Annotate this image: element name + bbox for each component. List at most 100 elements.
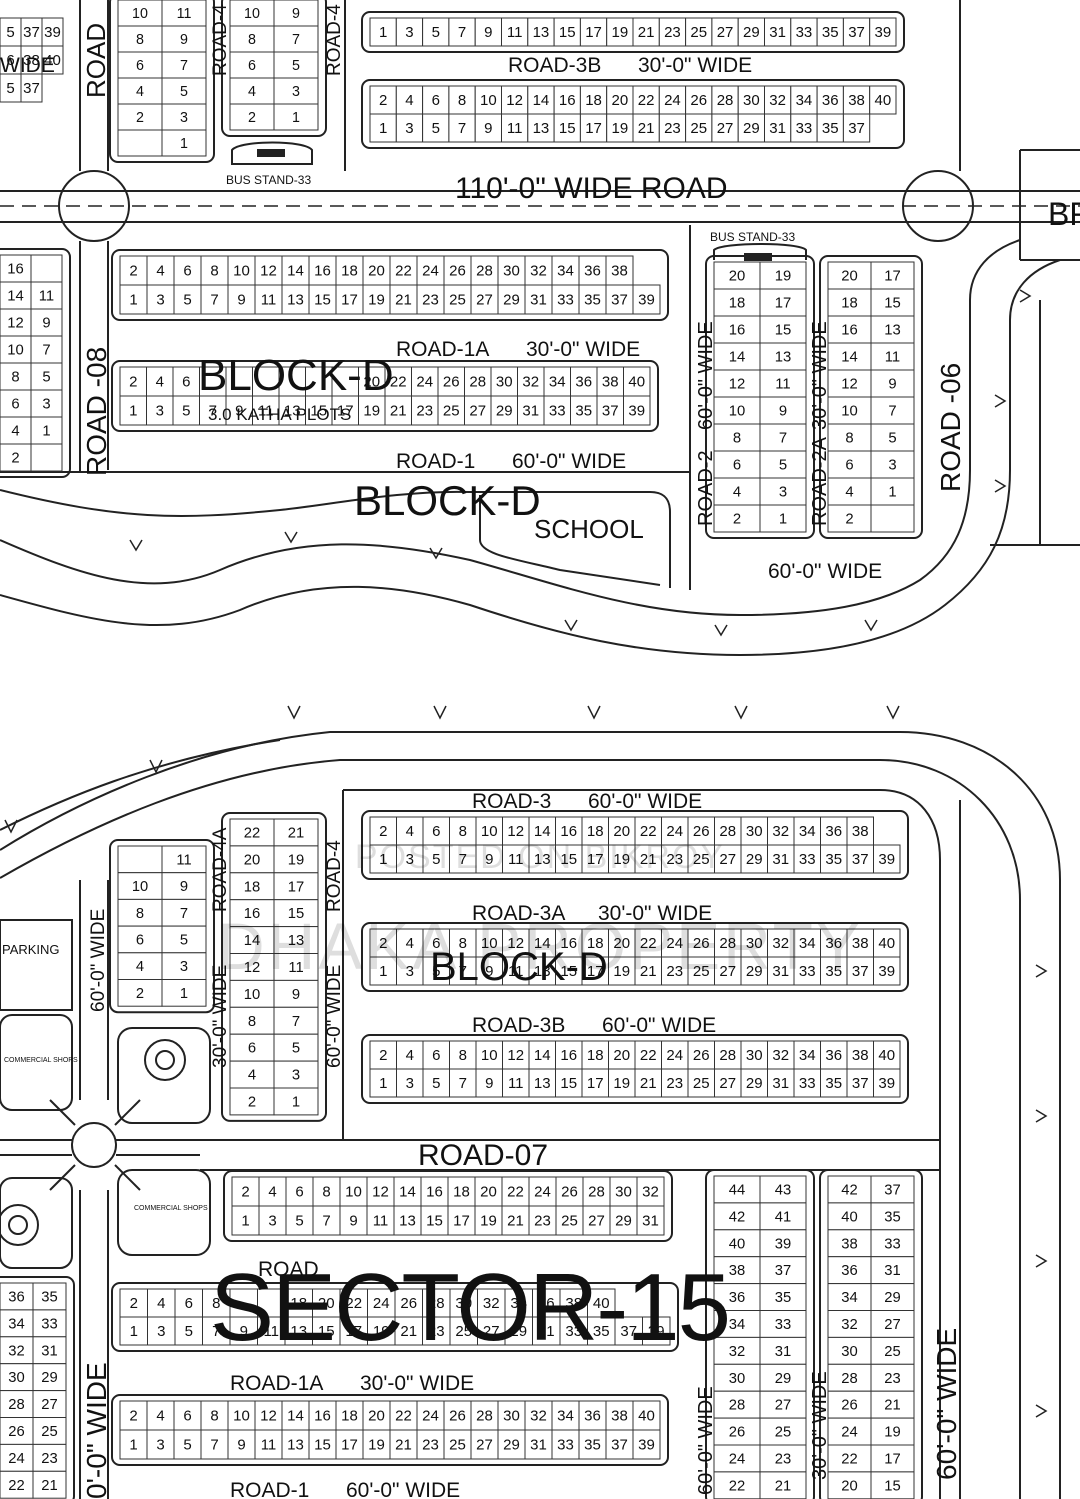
plot-cell (528, 1176, 557, 1207)
plot-number: 8 (210, 263, 218, 280)
plot-number: 29 (743, 120, 760, 137)
road-1a-label: ROAD-1A (396, 338, 489, 361)
plot-number: 28 (841, 1371, 857, 1387)
road-4-lower-label: ROAD-4 (324, 840, 345, 912)
plot-cell (714, 1040, 742, 1070)
plot-cell (528, 956, 556, 986)
plot-cell (827, 504, 872, 533)
plot-cell (555, 1205, 584, 1236)
plot-number: 6 (432, 92, 440, 109)
plot-number: 6 (432, 823, 440, 840)
plot-cell (449, 816, 477, 846)
lower-labels: ROAD-3 60'-0" WIDE ROAD-3A 30'-0" WIDE B… (2, 790, 962, 1499)
plot-cell (661, 1040, 689, 1070)
plot-number: 30 (503, 1408, 520, 1425)
plot-cell (793, 816, 821, 846)
plot-cell (713, 423, 761, 452)
roundabout-right (902, 170, 974, 242)
plot-number: 13 (287, 292, 304, 309)
plot-number: 39 (648, 1323, 665, 1340)
plot-number: 40 (44, 52, 61, 69)
plot-number: 7 (42, 343, 50, 359)
block-d-label-2: BLOCK-D (354, 477, 541, 524)
plot-number: 11 (508, 851, 524, 868)
plot-number: 25 (690, 24, 707, 41)
plot-number: 13 (534, 1075, 551, 1092)
plot-number: 6 (248, 1041, 256, 1057)
plot-number: 4 (156, 1408, 164, 1425)
plot-number: 37 (611, 1437, 628, 1454)
plot-number: 19 (373, 1323, 390, 1340)
plot-cell (229, 818, 275, 847)
plot-number: 8 (11, 370, 19, 386)
plot-number: 23 (428, 1323, 445, 1340)
plot-cell (174, 1316, 203, 1346)
plot-number: 44 (729, 1182, 745, 1198)
plot-cell (528, 816, 556, 846)
plot-cell (464, 395, 492, 426)
plot-number: 15 (314, 1437, 331, 1454)
plot-number: 37 (848, 24, 865, 41)
plot-number: 17 (453, 1213, 470, 1230)
plot-block-outline (221, 0, 327, 137)
plot-number: 12 (729, 377, 746, 393)
plot-number: 6 (248, 58, 256, 74)
plot-number: 36 (584, 1408, 601, 1425)
plot-cell (759, 1256, 807, 1285)
width-60-3b-label: 60'-0" WIDE (602, 1014, 716, 1037)
plot-number: 4 (157, 1295, 165, 1312)
plot-block-outline (221, 812, 327, 1122)
plot-cell (820, 1068, 848, 1098)
plot-number: 32 (8, 1343, 24, 1359)
plot-number: 25 (693, 851, 710, 868)
plot-number: 7 (180, 906, 188, 922)
plot-cell (0, 416, 32, 445)
plot-number: 12 (506, 92, 523, 109)
plot-number: 16 (314, 263, 331, 280)
plot-number: 6 (432, 1047, 440, 1064)
plot-number: 26 (449, 263, 466, 280)
plot-number: 22 (729, 1478, 745, 1494)
plot-number: 23 (666, 963, 683, 980)
plot-cell (273, 899, 319, 928)
plot-cell (227, 255, 256, 286)
plot-number: 11 (775, 377, 790, 393)
plot-number: 17 (337, 403, 354, 420)
plot-cell (422, 1288, 451, 1318)
plot-cell (614, 1316, 643, 1346)
block-d-label-1: BLOCK-D (198, 351, 394, 400)
plot-cell (517, 366, 545, 397)
plot-number: 13 (288, 933, 304, 949)
plot-number: 35 (884, 1209, 900, 1225)
plot-cell (173, 1429, 202, 1460)
plot-number: 9 (485, 851, 493, 868)
plot-number: 22 (640, 935, 657, 952)
plot-cell (767, 844, 795, 874)
plot-number: 2 (379, 1047, 387, 1064)
plot-number: 10 (7, 343, 24, 359)
plot-cell (661, 1068, 689, 1098)
plot-cell (369, 1040, 397, 1070)
plot-cell (502, 816, 530, 846)
plot-number: 43 (775, 1182, 791, 1198)
plot-cell (578, 255, 607, 286)
plot-cell (0, 389, 32, 418)
plot-cell (608, 1068, 636, 1098)
plot-number: 19 (612, 120, 629, 137)
plot-number: 19 (368, 1437, 385, 1454)
plot-number: 10 (244, 987, 260, 1003)
plot-number: 31 (772, 851, 789, 868)
plot-cell (229, 926, 275, 954)
plot-number: 16 (244, 906, 260, 922)
plot-number: 27 (717, 24, 734, 41)
plot-number: 22 (395, 1408, 412, 1425)
plot-cell (119, 1400, 148, 1431)
plot-cell (870, 315, 915, 344)
plot-number: 1 (379, 120, 387, 137)
plot-number: 9 (42, 316, 50, 332)
plot-number: 33 (565, 1323, 582, 1340)
plot-cell (587, 1288, 616, 1318)
plot-number: 5 (295, 1213, 303, 1230)
